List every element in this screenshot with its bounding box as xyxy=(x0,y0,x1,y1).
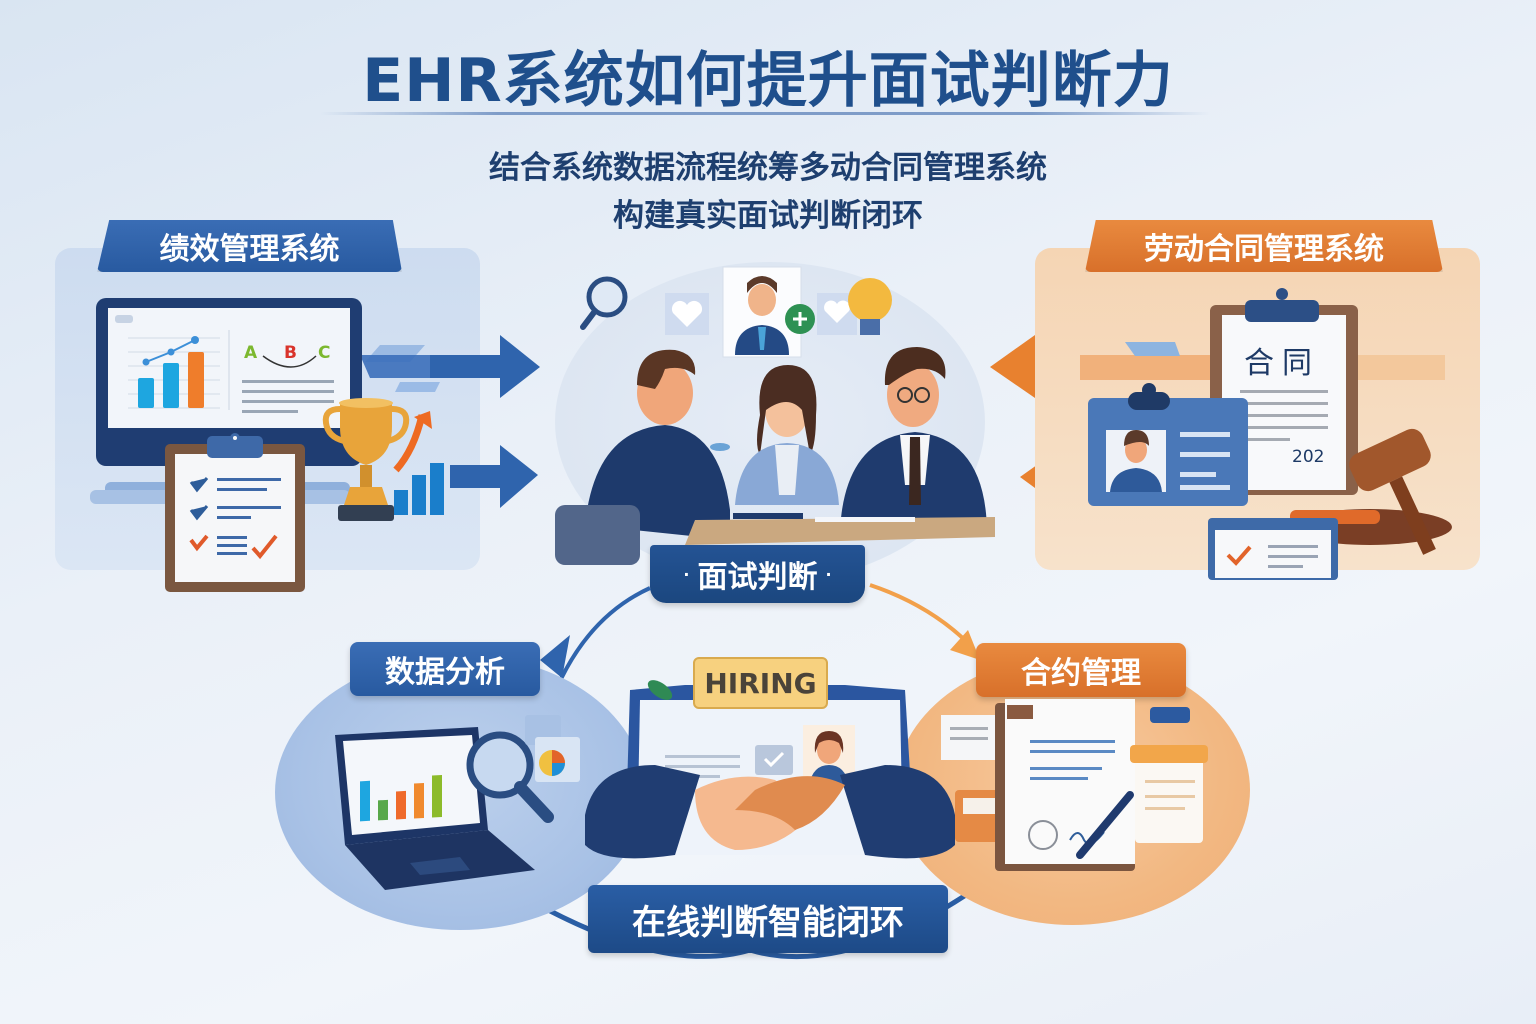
grade-c: C xyxy=(318,343,330,363)
contract-management-label: 合约管理 xyxy=(976,643,1186,697)
interview-judgment-label: · 面试判断 · xyxy=(650,545,865,603)
closed-loop-label: 在线判断智能闭环 xyxy=(588,885,948,953)
page-title: EHR系统如何提升面试判断力 xyxy=(362,46,1174,116)
labor-contract-system-label: 劳动合同管理系统 xyxy=(1085,220,1443,272)
interview-judgment-text: 面试判断 xyxy=(697,560,818,595)
performance-system-label: 绩效管理系统 xyxy=(97,220,402,272)
grade-a: A xyxy=(244,343,258,363)
subtitle-line-2: 构建真实面试判断闭环 xyxy=(613,198,923,234)
contract-signing-icon xyxy=(941,699,1208,871)
laptop-analytics-icon xyxy=(335,715,580,890)
subtitle-line-1: 结合系统数据流程统筹多动合同管理系统 xyxy=(489,150,1047,186)
left-to-center-arrows xyxy=(430,335,540,508)
data-analysis-label: 数据分析 xyxy=(350,642,540,696)
dot-icon: · xyxy=(683,564,690,584)
dot-icon: · xyxy=(825,564,832,584)
title-divider xyxy=(320,112,1210,115)
checklist-clipboard-icon xyxy=(165,433,305,592)
hiring-badge: HIRING xyxy=(693,657,828,709)
hiring-board-handshake xyxy=(585,680,955,859)
grade-b: B xyxy=(284,343,297,363)
contract-document-year: 202 xyxy=(1292,447,1325,467)
interview-meeting-illustration xyxy=(555,266,995,565)
contract-legal-illustration xyxy=(1080,288,1452,580)
trophy-growth-icon xyxy=(322,398,444,521)
contract-document-heading: 合同 xyxy=(1244,346,1320,381)
